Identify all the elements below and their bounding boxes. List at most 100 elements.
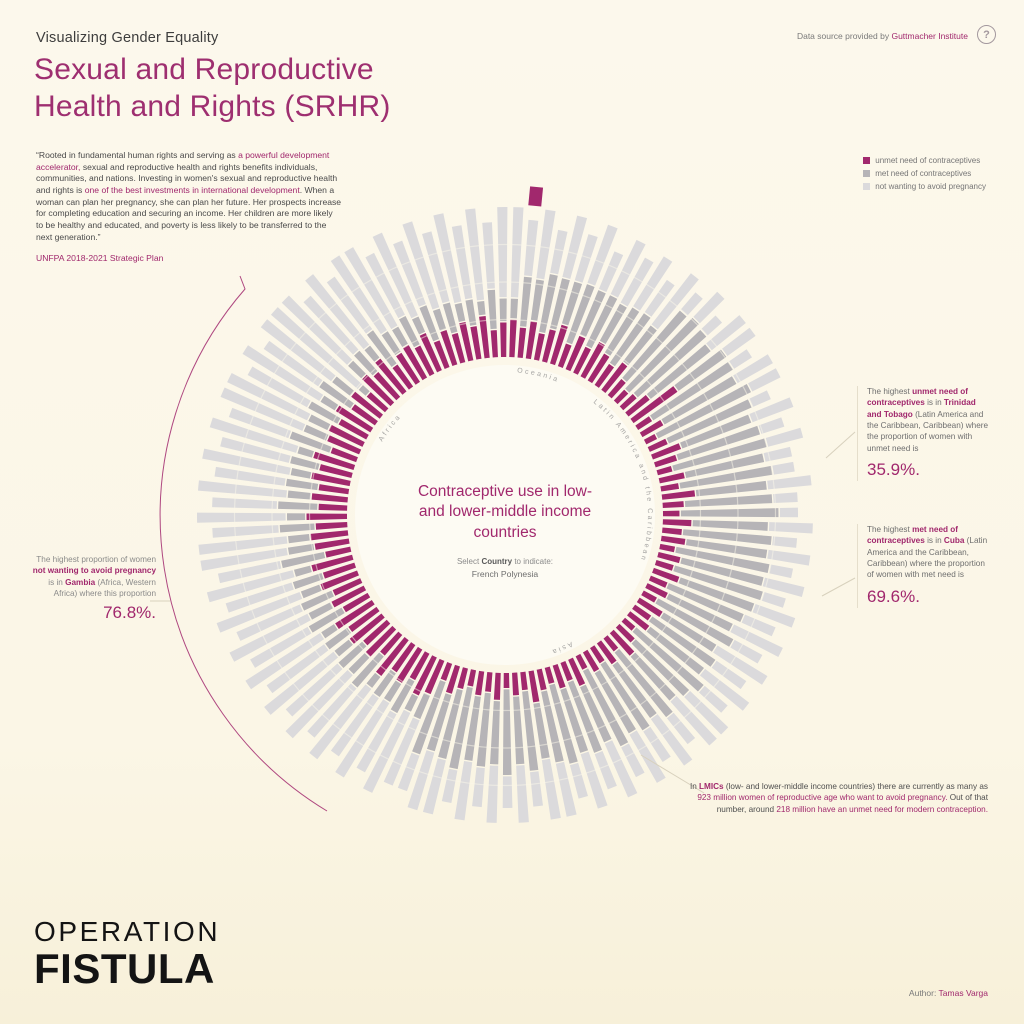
country-bar[interactable]: [607, 292, 703, 399]
country-bar[interactable]: [209, 417, 356, 470]
country-bar[interactable]: [309, 637, 409, 760]
country-bar[interactable]: [197, 512, 348, 523]
country-bar[interactable]: [422, 231, 466, 364]
country-bar[interactable]: [227, 373, 365, 447]
country-bar[interactable]: [482, 222, 498, 358]
country-bar[interactable]: [639, 354, 773, 438]
country-bar[interactable]: [517, 219, 539, 359]
country-bar[interactable]: [641, 590, 763, 664]
country-bar[interactable]: [601, 273, 699, 393]
country-bar[interactable]: [356, 651, 430, 773]
country-bar[interactable]: [656, 427, 804, 476]
country-bar[interactable]: [661, 475, 812, 500]
country-bar[interactable]: [220, 436, 353, 478]
country-bar[interactable]: [266, 606, 380, 694]
selected-country-value[interactable]: French Polynesia: [471, 569, 539, 580]
country-bar[interactable]: [225, 562, 357, 613]
country-bar[interactable]: [363, 655, 437, 793]
country-bar[interactable]: [305, 274, 407, 395]
country-bar[interactable]: [212, 522, 348, 538]
country-bar[interactable]: [582, 649, 666, 783]
country-bar[interactable]: [520, 671, 543, 807]
country-bar[interactable]: [659, 543, 794, 579]
country-bar[interactable]: [497, 207, 508, 358]
legend-item-unmet[interactable]: unmet need of contraceptives: [863, 156, 986, 165]
country-bar[interactable]: [383, 658, 445, 786]
country-bar[interactable]: [662, 519, 813, 534]
guttmacher-link[interactable]: Guttmacher Institute: [891, 31, 968, 41]
country-bar[interactable]: [594, 279, 675, 388]
country-bar[interactable]: [613, 291, 725, 405]
country-bar[interactable]: [200, 538, 350, 571]
country-bar[interactable]: [303, 295, 401, 401]
country-bar[interactable]: [422, 667, 468, 815]
country-bar[interactable]: [660, 461, 795, 492]
country-bar[interactable]: [660, 535, 811, 566]
country-bar[interactable]: [635, 349, 752, 430]
country-bar[interactable]: [643, 368, 781, 445]
country-bar[interactable]: [536, 668, 577, 817]
country-bar[interactable]: [636, 597, 768, 685]
country-bar[interactable]: [202, 448, 351, 487]
country-bar[interactable]: [236, 578, 363, 641]
country-bar[interactable]: [502, 672, 513, 808]
country-bar[interactable]: [344, 247, 428, 381]
country-bar[interactable]: [198, 530, 349, 555]
country-bar[interactable]: [615, 623, 729, 735]
country-bar[interactable]: [653, 417, 785, 468]
quote-source-link[interactable]: UNFPA 2018-2021 Strategic Plan: [36, 252, 164, 263]
country-bar[interactable]: [654, 560, 786, 608]
country-bar[interactable]: [330, 255, 420, 385]
country-bar[interactable]: [216, 570, 359, 633]
legend-item-notwanting[interactable]: not wanting to avoid pregnancy: [863, 182, 986, 191]
country-bar[interactable]: [247, 366, 369, 440]
country-bar[interactable]: [245, 600, 375, 690]
country-bar[interactable]: [525, 209, 556, 360]
country-bar[interactable]: [627, 611, 750, 711]
country-bar[interactable]: [647, 390, 771, 452]
country-bar[interactable]: [552, 663, 608, 809]
country-bar[interactable]: [433, 213, 474, 362]
country-bar[interactable]: [372, 232, 442, 373]
country-bar[interactable]: [625, 315, 746, 417]
country-bar[interactable]: [465, 208, 490, 359]
country-bar[interactable]: [630, 327, 756, 424]
country-bar[interactable]: [648, 575, 776, 637]
country-bar[interactable]: [270, 307, 389, 413]
country-bar[interactable]: [281, 295, 395, 407]
country-bar[interactable]: [619, 315, 723, 411]
country-bar[interactable]: [242, 345, 374, 433]
country-bar[interactable]: [651, 397, 794, 460]
country-bar[interactable]: [285, 625, 397, 739]
country-bar[interactable]: [657, 552, 805, 598]
country-bar[interactable]: [542, 215, 588, 363]
country-bar[interactable]: [330, 642, 416, 757]
country-bar[interactable]: [260, 319, 383, 419]
country-bar[interactable]: [335, 646, 423, 778]
country-bar[interactable]: [229, 585, 367, 662]
country-bar[interactable]: [580, 257, 654, 379]
country-bar[interactable]: [509, 207, 524, 358]
country-bar[interactable]: [652, 567, 796, 628]
country-bar[interactable]: [206, 554, 354, 603]
country-bar[interactable]: [402, 221, 458, 367]
country-bar[interactable]: [645, 583, 783, 657]
country-bar[interactable]: [568, 657, 638, 798]
country-bar[interactable]: [575, 653, 645, 778]
country-bar[interactable]: [365, 252, 435, 377]
country-bar[interactable]: [550, 234, 598, 366]
country-bar[interactable]: [621, 617, 728, 713]
country-bar[interactable]: [264, 613, 385, 715]
country-bar[interactable]: [212, 497, 348, 511]
country-bar[interactable]: [587, 256, 673, 384]
legend-item-met[interactable]: met need of contraceptives: [863, 169, 986, 178]
country-bar[interactable]: [596, 640, 693, 766]
country-bar[interactable]: [486, 672, 501, 823]
country-bar[interactable]: [658, 446, 793, 484]
country-bar[interactable]: [472, 671, 493, 808]
country-bar[interactable]: [533, 229, 568, 361]
selected-country-marker[interactable]: [528, 186, 544, 207]
country-bar[interactable]: [573, 239, 646, 375]
country-bar[interactable]: [609, 629, 717, 746]
